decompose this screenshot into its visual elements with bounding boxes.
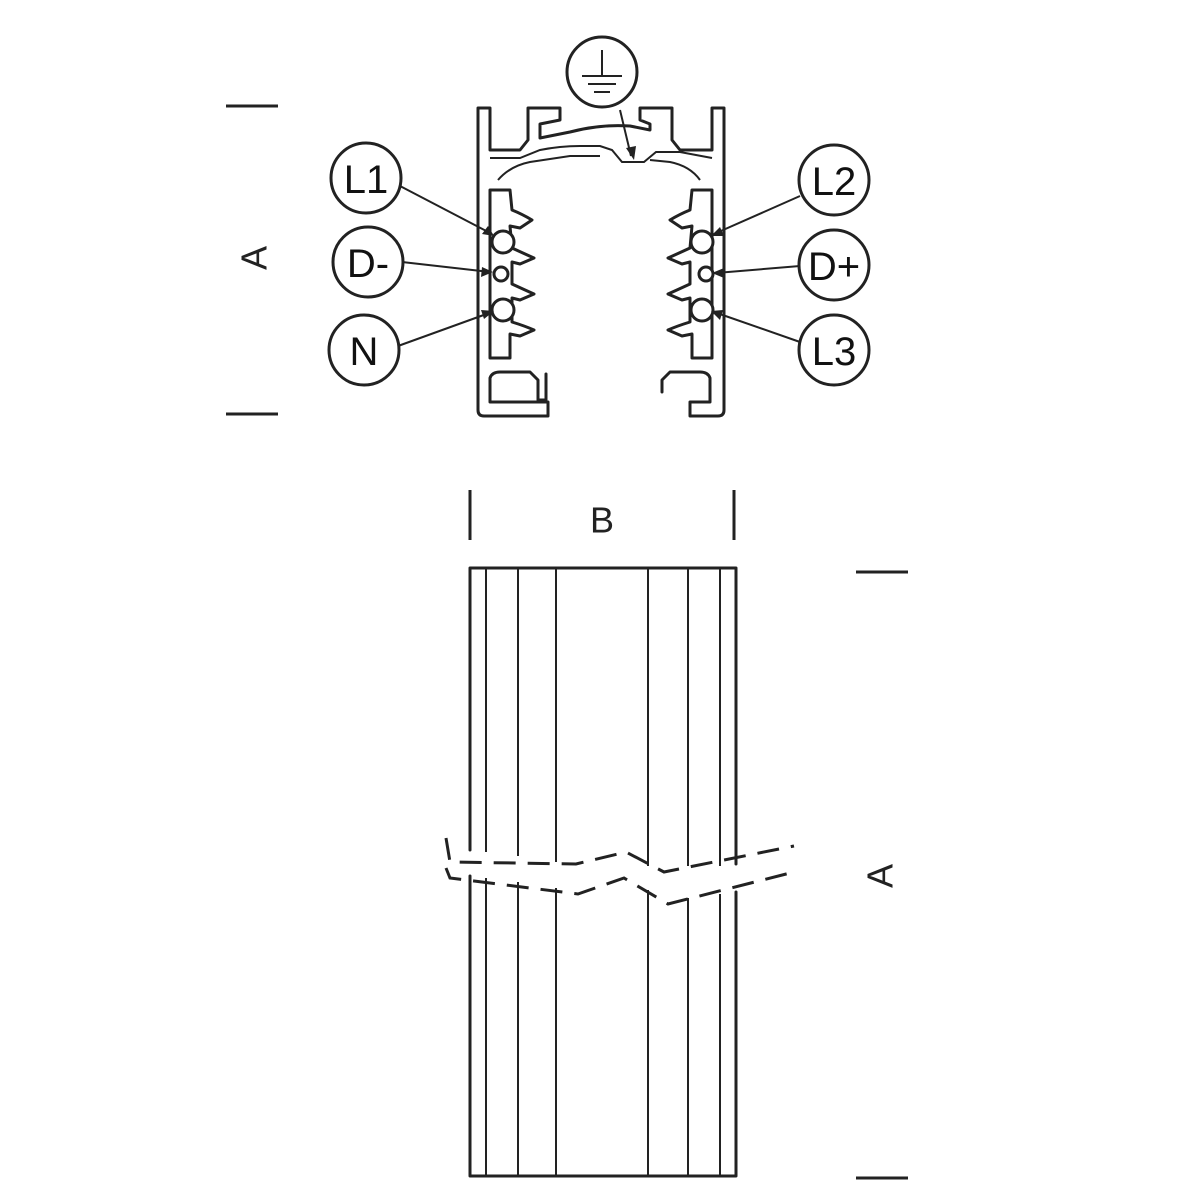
conductor-d-plus	[697, 265, 715, 283]
side-view-lower-grooves	[485, 878, 721, 1176]
leader-n	[397, 311, 493, 347]
break-line-upper	[444, 837, 795, 874]
conductor-l2	[689, 229, 715, 255]
bubble-d-plus	[797, 228, 871, 302]
earth-callout	[565, 35, 639, 160]
leader-l2	[713, 195, 801, 235]
label-d-plus: D+	[808, 245, 860, 289]
callout-d-plus: D+	[712, 228, 871, 302]
callout-l3: L3	[711, 310, 871, 387]
arrowhead-l1	[482, 226, 494, 236]
leader-d-minus	[401, 261, 491, 273]
bubble-l1	[329, 141, 403, 215]
leader-l1	[399, 185, 493, 235]
bubble-l2	[797, 143, 871, 217]
arrowhead-l2	[711, 227, 724, 236]
conductor-l1	[490, 229, 516, 255]
earth-ground-icon	[582, 50, 622, 93]
label-l3: L3	[812, 330, 857, 374]
conductor-n	[490, 297, 516, 323]
profile-outer-outline	[476, 106, 726, 418]
dimension-profile-height: A	[226, 104, 278, 416]
bubble-d-minus	[331, 225, 405, 299]
callout-l2: L2	[711, 143, 871, 236]
conductor-l3	[689, 297, 715, 323]
dimension-width: B	[468, 490, 736, 541]
dimension-label-b: B	[590, 500, 614, 541]
profile-left-inner-wall	[488, 188, 536, 360]
label-l2: L2	[812, 160, 857, 204]
side-view-lower-outline	[468, 874, 738, 1178]
arrowhead-l3	[711, 310, 723, 320]
side-view-upper-grooves	[485, 568, 721, 866]
arrowhead-d-plus	[712, 268, 724, 278]
arrowhead-n	[481, 310, 494, 319]
callout-d-minus: D-	[331, 225, 493, 299]
dimension-label-a-top: A	[234, 246, 275, 270]
callout-l1: L1	[329, 141, 494, 236]
leader-d-plus	[715, 265, 801, 274]
label-d-minus: D-	[347, 242, 389, 286]
profile-top-channel	[490, 145, 713, 181]
dimension-label-a-bottom: A	[860, 864, 901, 888]
callout-n: N	[327, 310, 494, 387]
leader-l3	[713, 311, 801, 343]
label-n: N	[350, 330, 379, 374]
bubble-n	[327, 313, 401, 387]
bubble-l3	[797, 313, 871, 387]
profile-right-inner-wall	[666, 188, 714, 360]
arrowhead-d-minus	[481, 267, 493, 277]
label-l1: L1	[344, 158, 389, 202]
conductor-d-minus	[492, 265, 510, 283]
side-view-upper-outline	[468, 566, 738, 866]
side-view	[444, 566, 795, 1178]
break-line-lower	[444, 867, 795, 906]
earth-arrowhead	[626, 146, 636, 160]
dimension-length: A	[856, 570, 908, 1180]
cross-section-profile	[476, 106, 726, 418]
